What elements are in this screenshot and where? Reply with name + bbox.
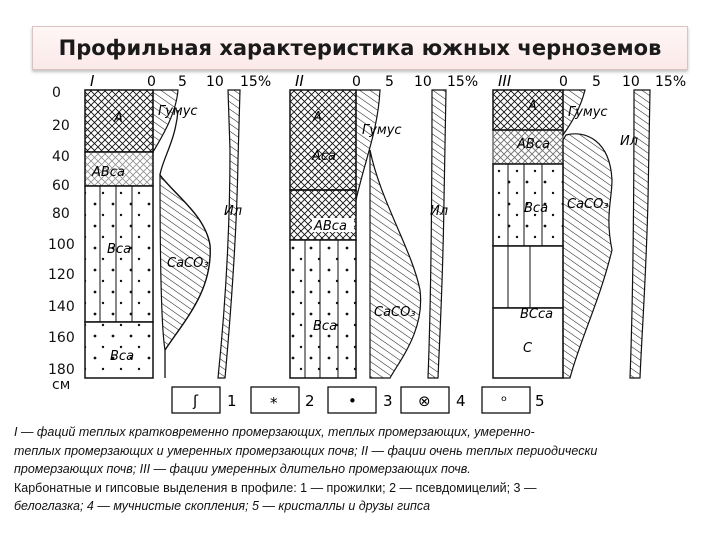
column-2-scale-0: 0 <box>352 74 361 90</box>
column-1-scale-10: 10 <box>206 74 224 90</box>
caption-line-1: I — фаций теплых кратковременно промерза… <box>14 425 535 439</box>
depth-tick-180: 180 <box>48 362 75 378</box>
column-2-scale: 0 5 10 15% <box>352 74 478 90</box>
legend-number-2: 2 <box>305 392 315 410</box>
legend-item-5: ᵒ 5 <box>481 386 545 414</box>
legend-item-4: ⊗ 4 <box>400 386 466 414</box>
column-2-label-bca: Bca <box>313 319 337 334</box>
column-3-label-il: Ил <box>620 134 638 149</box>
title-box: Профильная характеристика южных чернозем… <box>32 26 688 70</box>
column-3-scale-0: 0 <box>559 74 568 90</box>
depth-axis: 0 20 40 60 80 100 120 140 160 180 см <box>48 85 75 393</box>
column-1-label-bca2: Вса <box>110 349 134 364</box>
column-2-label-il: Ил <box>430 204 448 219</box>
column-2-scale-15: 15% <box>447 74 478 90</box>
legend-number-3: 3 <box>383 392 393 410</box>
column-3-scale-10: 10 <box>622 74 640 90</box>
legend-number-5: 5 <box>535 392 545 410</box>
depth-tick-20: 20 <box>52 118 70 134</box>
caption-line-2: теплых промерзающих и умеренных промерза… <box>14 443 598 458</box>
column-3-label-bcca: BCca <box>520 307 553 322</box>
column-3-scale-5: 5 <box>592 74 601 90</box>
column-1-label-humus: Гумус <box>158 104 198 119</box>
column-3-label-abca: ABca <box>516 137 550 152</box>
column-1-scale-0: 0 <box>147 74 156 90</box>
column-1-scale-5: 5 <box>178 74 187 90</box>
column-3-label-c: C <box>523 341 533 356</box>
legend-symbol-2: * <box>270 394 278 412</box>
column-1-scale-15: 15% <box>240 74 271 90</box>
column-1-scale: 0 5 10 15% <box>147 74 271 90</box>
legend-item-1: ʃ 1 <box>171 386 237 414</box>
profile-column-1: I 0 5 10 15% A Гумус ABca Ил Вса <box>84 72 271 379</box>
column-1-label-abca: ABca <box>91 165 125 180</box>
column-2-label-aca: Aca <box>311 149 336 164</box>
column-1-numeral: I <box>90 72 95 90</box>
column-2-label-humus: Гумус <box>362 123 402 138</box>
depth-tick-100: 100 <box>48 237 75 253</box>
legend: ʃ 1 * 2 • 3 ⊗ 4 ᵒ 5 <box>171 386 545 414</box>
column-2-label-caco3: CaCO₃ <box>374 305 416 320</box>
column-3-numeral: III <box>498 72 512 90</box>
caption-line-3: промерзающих почв; III — фации умеренных… <box>14 462 471 476</box>
depth-tick-120: 120 <box>48 267 75 283</box>
depth-tick-40: 40 <box>52 149 70 165</box>
depth-unit: см <box>52 377 70 393</box>
caption-line-4: Карбонатные и гипсовые выделения в профи… <box>14 480 537 495</box>
column-2-scale-5: 5 <box>385 74 394 90</box>
column-3-label-a: A <box>527 99 537 114</box>
column-2-label-abca: ABca <box>313 219 347 234</box>
figure-caption: I — фаций теплых кратковременно промерза… <box>14 423 714 516</box>
legend-symbol-4: ⊗ <box>418 392 431 410</box>
legend-number-4: 4 <box>456 392 466 410</box>
column-3-scale: 0 5 10 15% <box>559 74 686 90</box>
column-3-label-bca: Bca <box>524 201 548 216</box>
legend-symbol-1: ʃ <box>192 392 199 410</box>
profile-column-2: II 0 5 10 15% A Гумус Aca Ил ABca Bca Ca… <box>289 72 478 379</box>
depth-tick-60: 60 <box>52 178 70 194</box>
column-3-scale-15: 15% <box>655 74 686 90</box>
legend-number-1: 1 <box>227 392 237 410</box>
page-title: Профильная характеристика южных чернозем… <box>58 36 662 60</box>
depth-tick-160: 160 <box>48 330 75 346</box>
caption-line-5: белоглазка; 4 — мучнистые скопления; 5 —… <box>14 499 431 513</box>
column-3-label-humus: Гумус <box>568 105 608 120</box>
legend-symbol-3: • <box>348 392 357 410</box>
column-1-label-il: Ил <box>224 204 242 219</box>
profile-column-3: III 0 5 10 15% A Гумус ABca Ил Bca CaCO₃… <box>492 72 686 379</box>
legend-item-2: * 2 <box>250 386 315 414</box>
column-2-numeral: II <box>295 72 304 90</box>
depth-tick-0: 0 <box>52 85 61 101</box>
column-1-label-bca1: Вса <box>107 242 131 257</box>
column-1-label-a: A <box>113 111 123 126</box>
depth-tick-80: 80 <box>52 206 70 222</box>
column-1-label-caco3: CaCO₃ <box>167 256 209 271</box>
legend-item-3: • 3 <box>327 386 393 414</box>
column-2-label-a: A <box>312 110 322 125</box>
column-2-scale-10: 10 <box>414 74 432 90</box>
legend-symbol-5: ᵒ <box>501 392 507 410</box>
column-3-label-caco3: CaCO₃ <box>567 197 609 212</box>
depth-tick-140: 140 <box>48 299 75 315</box>
